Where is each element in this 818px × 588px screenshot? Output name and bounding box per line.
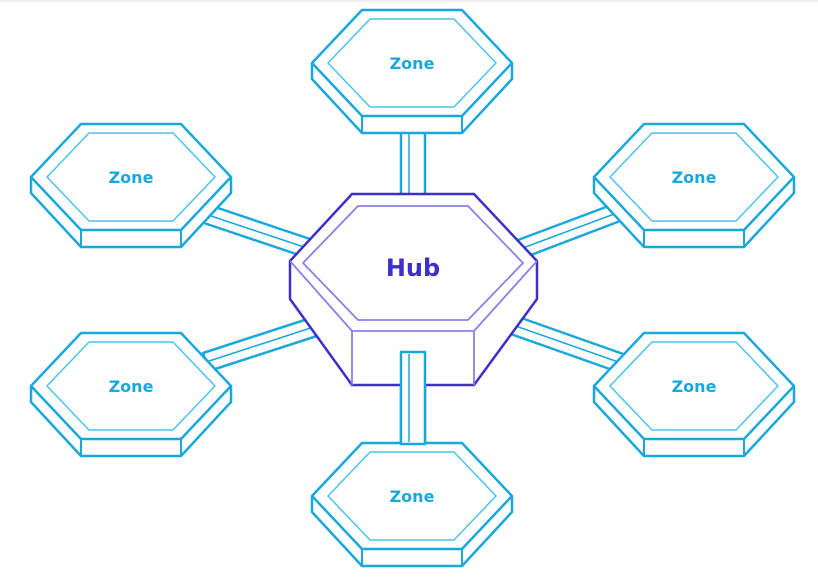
zone-bottom: Zone [310,441,514,568]
connector-top [399,122,427,200]
zone-top: Zone [310,8,514,135]
zone-upper-right: Zone [592,122,796,249]
zone-lower-right: Zone [592,331,796,458]
zone-lower-left: Zone [29,331,233,458]
top-border [0,0,818,2]
zone-label-lower-left: Zone [109,377,154,396]
zone-label-bottom: Zone [390,487,435,506]
zone-upper-left: Zone [29,122,233,249]
zone-label-top: Zone [390,54,435,73]
connector-upper-left [199,202,315,260]
connector-lower-right [503,312,628,375]
zone-label-upper-right: Zone [672,168,717,187]
zone-label-lower-right: Zone [672,377,717,396]
hub: Hub [288,192,539,387]
hub-label: Hub [386,254,440,282]
zone-label-upper-left: Zone [109,168,154,187]
connector-bottom-front [399,350,427,446]
